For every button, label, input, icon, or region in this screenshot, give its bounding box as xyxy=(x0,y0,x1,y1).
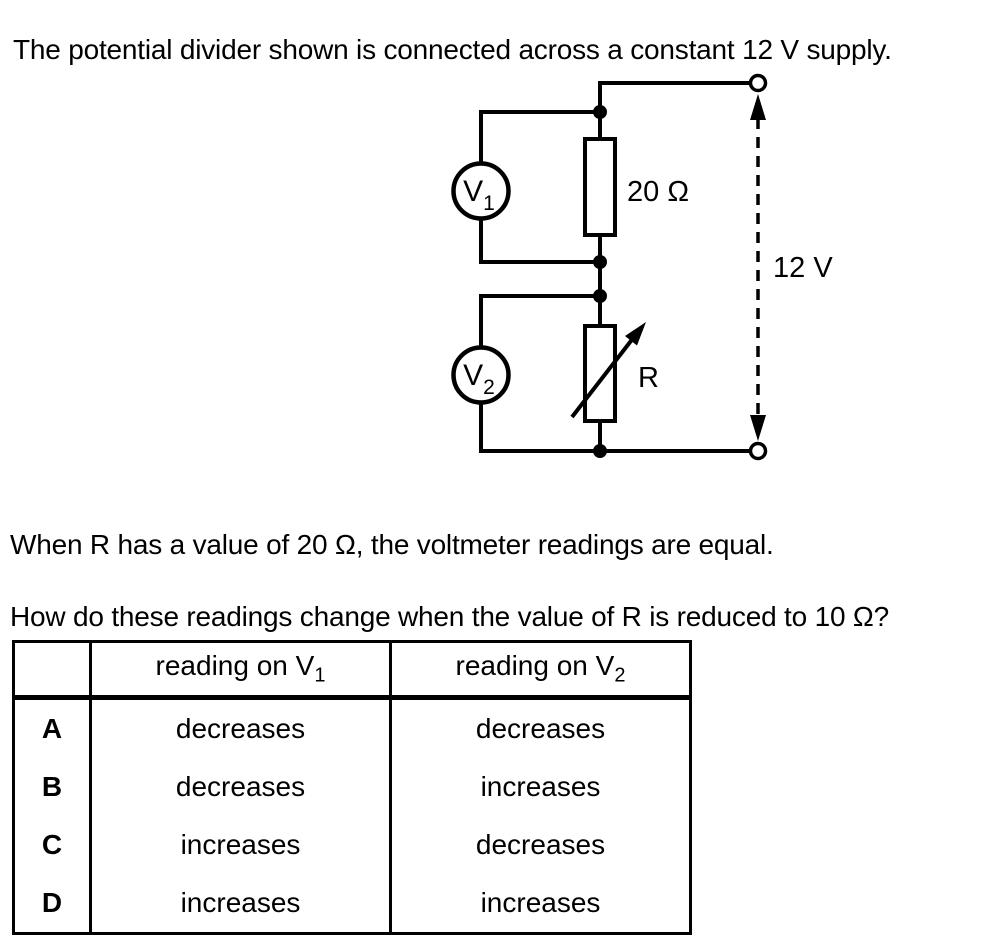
voltmeter-v2 xyxy=(451,345,511,405)
supply-terminal-bottom xyxy=(748,441,768,461)
voltmeter-v2-letter: V xyxy=(463,359,483,392)
junction-node xyxy=(593,444,607,458)
variable-resistor xyxy=(583,324,617,423)
fixed-resistor xyxy=(583,137,617,237)
variable-resistor-arrow-shaft xyxy=(570,335,636,419)
wire-v1-top xyxy=(479,110,600,164)
supply-terminal-top xyxy=(748,73,768,93)
header-v2-text: reading on V xyxy=(455,650,615,682)
question-prompt: How do these readings change when the va… xyxy=(10,601,890,632)
voltmeter-v2-label: V2 xyxy=(463,359,495,399)
junction-node xyxy=(593,289,607,303)
option-v2-cell: increases xyxy=(389,874,691,934)
junction-node xyxy=(593,255,607,269)
supply-label: 12 V xyxy=(773,252,833,284)
voltmeter-v2-subscript: 2 xyxy=(483,376,495,399)
wire-v2-bottom xyxy=(479,402,600,453)
option-v1-cell: increases xyxy=(89,816,391,874)
variable-resistor-arrowhead-icon xyxy=(625,322,646,346)
voltmeter-v1 xyxy=(451,161,511,221)
header-v1-text: reading on V xyxy=(155,650,315,682)
header-v1-subscript: 1 xyxy=(314,664,326,687)
variable-resistor-label: R xyxy=(638,362,659,394)
option-letter: A xyxy=(12,697,91,758)
answer-row-d: D increases increases xyxy=(12,874,691,934)
option-v1-cell: decreases xyxy=(89,758,391,816)
option-v1-cell: decreases xyxy=(89,697,391,758)
option-v2-cell: increases xyxy=(389,758,691,816)
fixed-resistor-label: 20 Ω xyxy=(627,176,689,208)
supply-arrowhead-up-icon xyxy=(750,94,766,120)
wire-top xyxy=(598,81,750,139)
option-letter: D xyxy=(12,874,91,934)
circuit-wires xyxy=(479,81,750,453)
header-empty-cell xyxy=(12,641,91,700)
wire-v1-bottom xyxy=(479,218,600,264)
answer-row-c: C increases decreases xyxy=(12,816,691,874)
question-condition: When R has a value of 20 Ω, the voltmete… xyxy=(10,529,774,560)
option-letter: B xyxy=(12,758,91,816)
answer-row-b: B decreases increases xyxy=(12,758,691,816)
option-v2-cell: decreases xyxy=(389,697,691,758)
answer-table: reading on V1 reading on V2 A decreases … xyxy=(12,640,692,935)
junction-node xyxy=(593,105,607,119)
option-v1-cell: increases xyxy=(89,874,391,934)
voltmeter-v1-letter: V xyxy=(463,175,483,208)
wire-bottom xyxy=(598,421,750,453)
question-intro: The potential divider shown is connected… xyxy=(13,34,892,65)
wire-v2-top xyxy=(479,294,600,348)
header-v2-subscript: 2 xyxy=(614,664,626,687)
circuit-diagram: 20 Ω R V1 V2 12 V xyxy=(451,73,833,461)
header-v1-cell: reading on V1 xyxy=(89,641,391,700)
voltmeter-v1-subscript: 1 xyxy=(483,192,495,215)
voltmeter-v1-label: V1 xyxy=(463,175,495,215)
answer-row-a: A decreases decreases xyxy=(12,697,691,758)
answer-table-header: reading on V1 reading on V2 xyxy=(12,641,691,700)
option-letter: C xyxy=(12,816,91,874)
supply-arrowhead-down-icon xyxy=(750,415,766,441)
header-v2-cell: reading on V2 xyxy=(389,641,691,700)
option-v2-cell: decreases xyxy=(389,816,691,874)
